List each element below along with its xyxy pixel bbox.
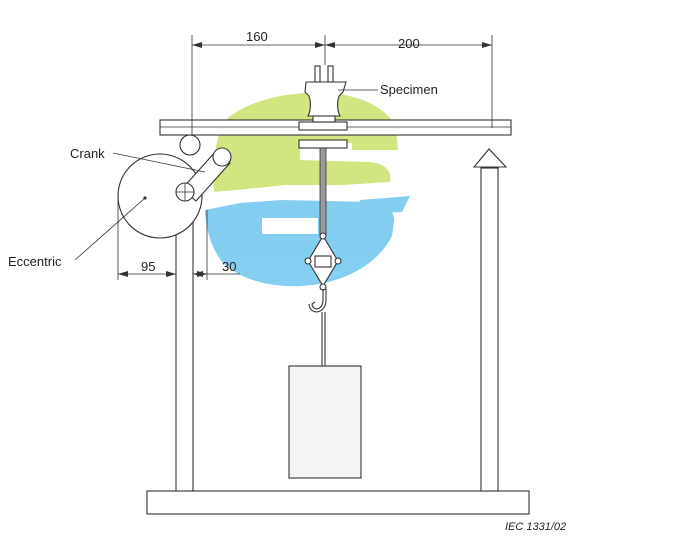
weight-block: [288, 365, 362, 479]
dim-label-95: 95: [141, 259, 155, 274]
watermark-blue-bar: [262, 218, 318, 234]
pivot-triangle: [472, 148, 508, 168]
dim-label-30: 30: [222, 259, 236, 274]
joint-pivot-top: [319, 232, 327, 240]
leader-crank: [112, 152, 206, 173]
hook-curve: [308, 289, 327, 313]
hook-icon: [311, 289, 324, 310]
specimen-clamp: [298, 121, 348, 131]
arrow-top-mid-right: [325, 42, 335, 48]
arrow-top-right: [482, 42, 492, 48]
figure-reference: IEC 1331/02: [505, 521, 566, 533]
joint-pivot-left: [304, 257, 312, 265]
arrow-bottom-crank: [197, 271, 207, 277]
joint-pivot-right: [334, 257, 342, 265]
specimen-label: Specimen: [380, 82, 438, 97]
arrow-top-mid-left: [315, 42, 325, 48]
dim-label-160: 160: [246, 29, 268, 44]
leader-eccentric: [74, 197, 146, 261]
watermark-blue-tail: [360, 196, 410, 214]
dim-label-200: 200: [398, 36, 420, 51]
arrow-top-left: [192, 42, 202, 48]
pull-rod: [319, 147, 327, 237]
eccentric-label: Eccentric: [8, 254, 62, 269]
crank-pin-upper: [179, 134, 201, 156]
right-post: [480, 167, 499, 492]
arrow-bottom-post-left: [166, 271, 176, 277]
specimen-lower-holder: [298, 139, 348, 149]
watermark-blue-shape: [205, 200, 395, 287]
arrow-bottom-left: [118, 271, 128, 277]
crank-end: [212, 147, 232, 167]
plug-pin-left: [314, 65, 321, 83]
base-plate: [146, 490, 530, 515]
crank-label: Crank: [70, 146, 105, 161]
plug-pin-right: [327, 65, 334, 83]
joint-block: [314, 255, 332, 268]
plug-neck: [312, 115, 336, 123]
specimen-plug-icon: [304, 81, 347, 117]
